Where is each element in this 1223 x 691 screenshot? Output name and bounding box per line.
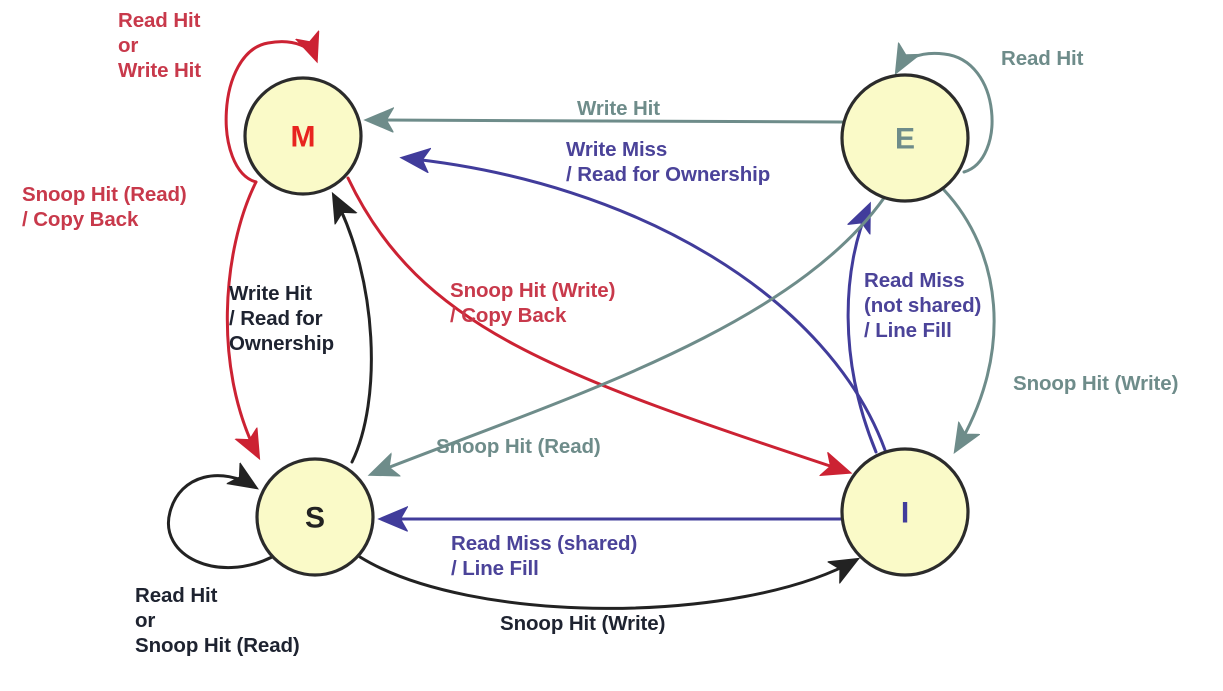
label-m-to-i: Snoop Hit (Write) / Copy Back xyxy=(450,278,615,328)
node-s-circle[interactable] xyxy=(255,457,375,577)
label-m-self-line2: or xyxy=(118,34,139,57)
edge-e-to-s xyxy=(372,196,886,474)
label-s-self-line1: Read Hit xyxy=(135,584,218,607)
label-i-to-m-line2: / Read for Ownership xyxy=(566,163,771,186)
label-i-to-e-line3: / Line Fill xyxy=(864,319,952,342)
node-m-circle[interactable] xyxy=(243,76,363,196)
label-s-self-loop: Read Hit or Snoop Hit (Read) xyxy=(135,583,300,658)
label-e-self-text: Read Hit xyxy=(1001,47,1084,70)
label-s-to-i: Snoop Hit (Write) xyxy=(500,611,665,636)
label-i-to-s: Read Miss (shared) / Line Fill xyxy=(451,531,637,581)
label-s-to-i-text: Snoop Hit (Write) xyxy=(500,612,666,635)
node-m-label: M xyxy=(291,121,316,154)
label-s-to-m: Write Hit / Read for Ownership xyxy=(229,281,334,356)
label-e-to-m: Write Hit xyxy=(577,96,660,121)
node-s[interactable]: S xyxy=(255,457,375,577)
label-e-to-i-text: Snoop Hit (Write) xyxy=(1013,372,1179,395)
node-e-circle[interactable] xyxy=(840,73,970,203)
edge-m-to-i xyxy=(346,176,848,472)
edge-e-to-i xyxy=(942,188,996,450)
edge-s-self-loop xyxy=(167,476,274,570)
label-i-to-s-line1: Read Miss (shared) xyxy=(451,532,638,555)
label-e-to-s: Snoop Hit (Read) xyxy=(436,434,601,459)
label-m-to-s: Snoop Hit (Read) / Copy Back xyxy=(22,182,187,232)
label-s-self-line3: Snoop Hit (Read) xyxy=(135,634,300,657)
label-m-self-loop: Read Hit or Write Hit xyxy=(118,8,201,83)
label-m-to-i-line1: Snoop Hit (Write) xyxy=(450,279,616,302)
label-m-to-s-line2: / Copy Back xyxy=(22,208,139,231)
label-e-to-s-text: Snoop Hit (Read) xyxy=(436,435,601,458)
edge-s-to-m xyxy=(334,196,373,464)
label-m-self-line3: Write Hit xyxy=(118,59,202,82)
node-i-label: I xyxy=(901,497,909,530)
label-m-to-s-line1: Snoop Hit (Read) xyxy=(22,183,187,206)
node-e-label: E xyxy=(895,123,915,156)
label-m-self-line1: Read Hit xyxy=(118,9,201,32)
edge-i-to-e xyxy=(846,206,878,454)
edge-s-to-i xyxy=(358,555,856,610)
edge-m-to-s xyxy=(225,180,258,456)
label-i-to-e-line1: Read Miss xyxy=(864,269,965,292)
edge-e-self-loop xyxy=(897,53,994,174)
label-s-to-m-line1: Write Hit xyxy=(229,282,313,305)
label-i-to-m: Write Miss / Read for Ownership xyxy=(566,137,770,187)
node-e[interactable]: E xyxy=(840,73,970,203)
label-i-to-e: Read Miss (not shared) / Line Fill xyxy=(864,268,981,343)
node-i[interactable]: I xyxy=(840,447,970,577)
label-e-to-m-text: Write Hit xyxy=(577,97,661,120)
edge-i-to-m xyxy=(404,158,887,452)
node-m[interactable]: M xyxy=(243,76,363,196)
node-s-label: S xyxy=(305,502,325,535)
label-s-to-m-line2: / Read for xyxy=(229,307,323,330)
label-i-to-e-line2: (not shared) xyxy=(864,294,982,317)
label-e-to-i: Snoop Hit (Write) xyxy=(1013,371,1178,396)
node-i-circle[interactable] xyxy=(840,447,970,577)
label-s-to-m-line3: Ownership xyxy=(229,332,335,355)
edge-e-to-m xyxy=(368,120,844,122)
label-e-self-loop: Read Hit xyxy=(1001,46,1083,71)
label-s-self-line2: or xyxy=(135,609,156,632)
label-i-to-s-line2: / Line Fill xyxy=(451,557,539,580)
label-m-to-i-line2: / Copy Back xyxy=(450,304,567,327)
label-i-to-m-line1: Write Miss xyxy=(566,138,668,161)
edge-m-self-loop xyxy=(224,42,316,184)
